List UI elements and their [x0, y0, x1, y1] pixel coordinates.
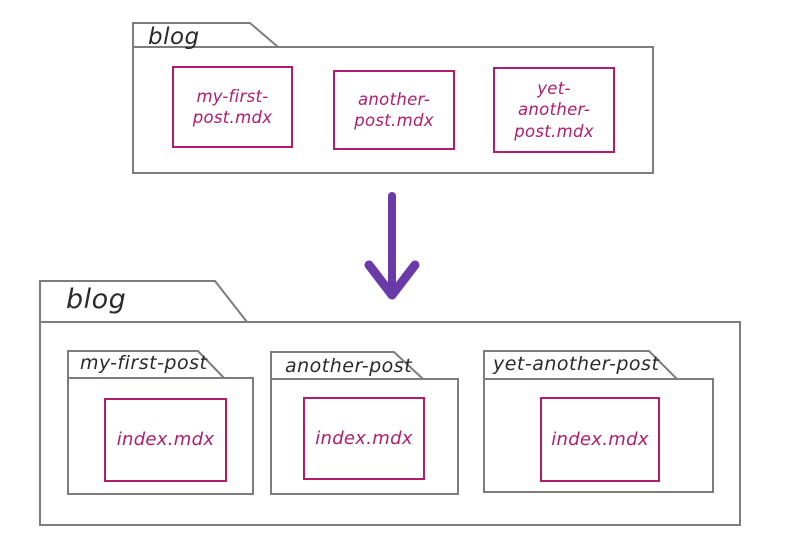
subfolder-another-post-body [270, 378, 459, 495]
file-name: another-post.mdx [354, 89, 434, 130]
top-folder-body [132, 46, 654, 174]
bottom-folder-body [39, 321, 741, 526]
file-name: index.mdx [551, 428, 649, 450]
file-box-yet-another-post: yet-another-post.mdx [493, 67, 615, 153]
file-name: index.mdx [315, 427, 413, 449]
index-file-box-another-post: index.mdx [303, 397, 425, 480]
file-name: yet-another-post.mdx [514, 78, 594, 141]
subfolder-label-yet-another-post: yet-another-post [493, 353, 660, 375]
file-box-my-first-post: my-first-post.mdx [172, 66, 293, 148]
index-file-box-my-first-post: index.mdx [104, 398, 227, 482]
subfolder-label-my-first-post: my-first-post [80, 352, 208, 374]
subfolder-yet-another-post-body [483, 378, 714, 493]
bottom-folder-label: blog [66, 284, 127, 315]
bottom-folder-tab [39, 280, 248, 323]
down-arrow-icon [364, 192, 420, 300]
subfolder-label-another-post: another-post [285, 355, 413, 377]
index-file-box-yet-another-post: index.mdx [540, 397, 660, 482]
subfolder-another-post-tab [270, 351, 424, 380]
top-folder-tab [132, 22, 279, 48]
top-folder-label: blog [148, 24, 200, 50]
subfolder-yet-another-post-tab [483, 350, 678, 380]
file-name: index.mdx [116, 429, 215, 451]
file-box-another-post: another-post.mdx [333, 70, 455, 150]
subfolder-my-first-post-body [67, 377, 254, 495]
file-name: my-first-post.mdx [192, 86, 273, 127]
subfolder-my-first-post-tab [67, 350, 225, 379]
